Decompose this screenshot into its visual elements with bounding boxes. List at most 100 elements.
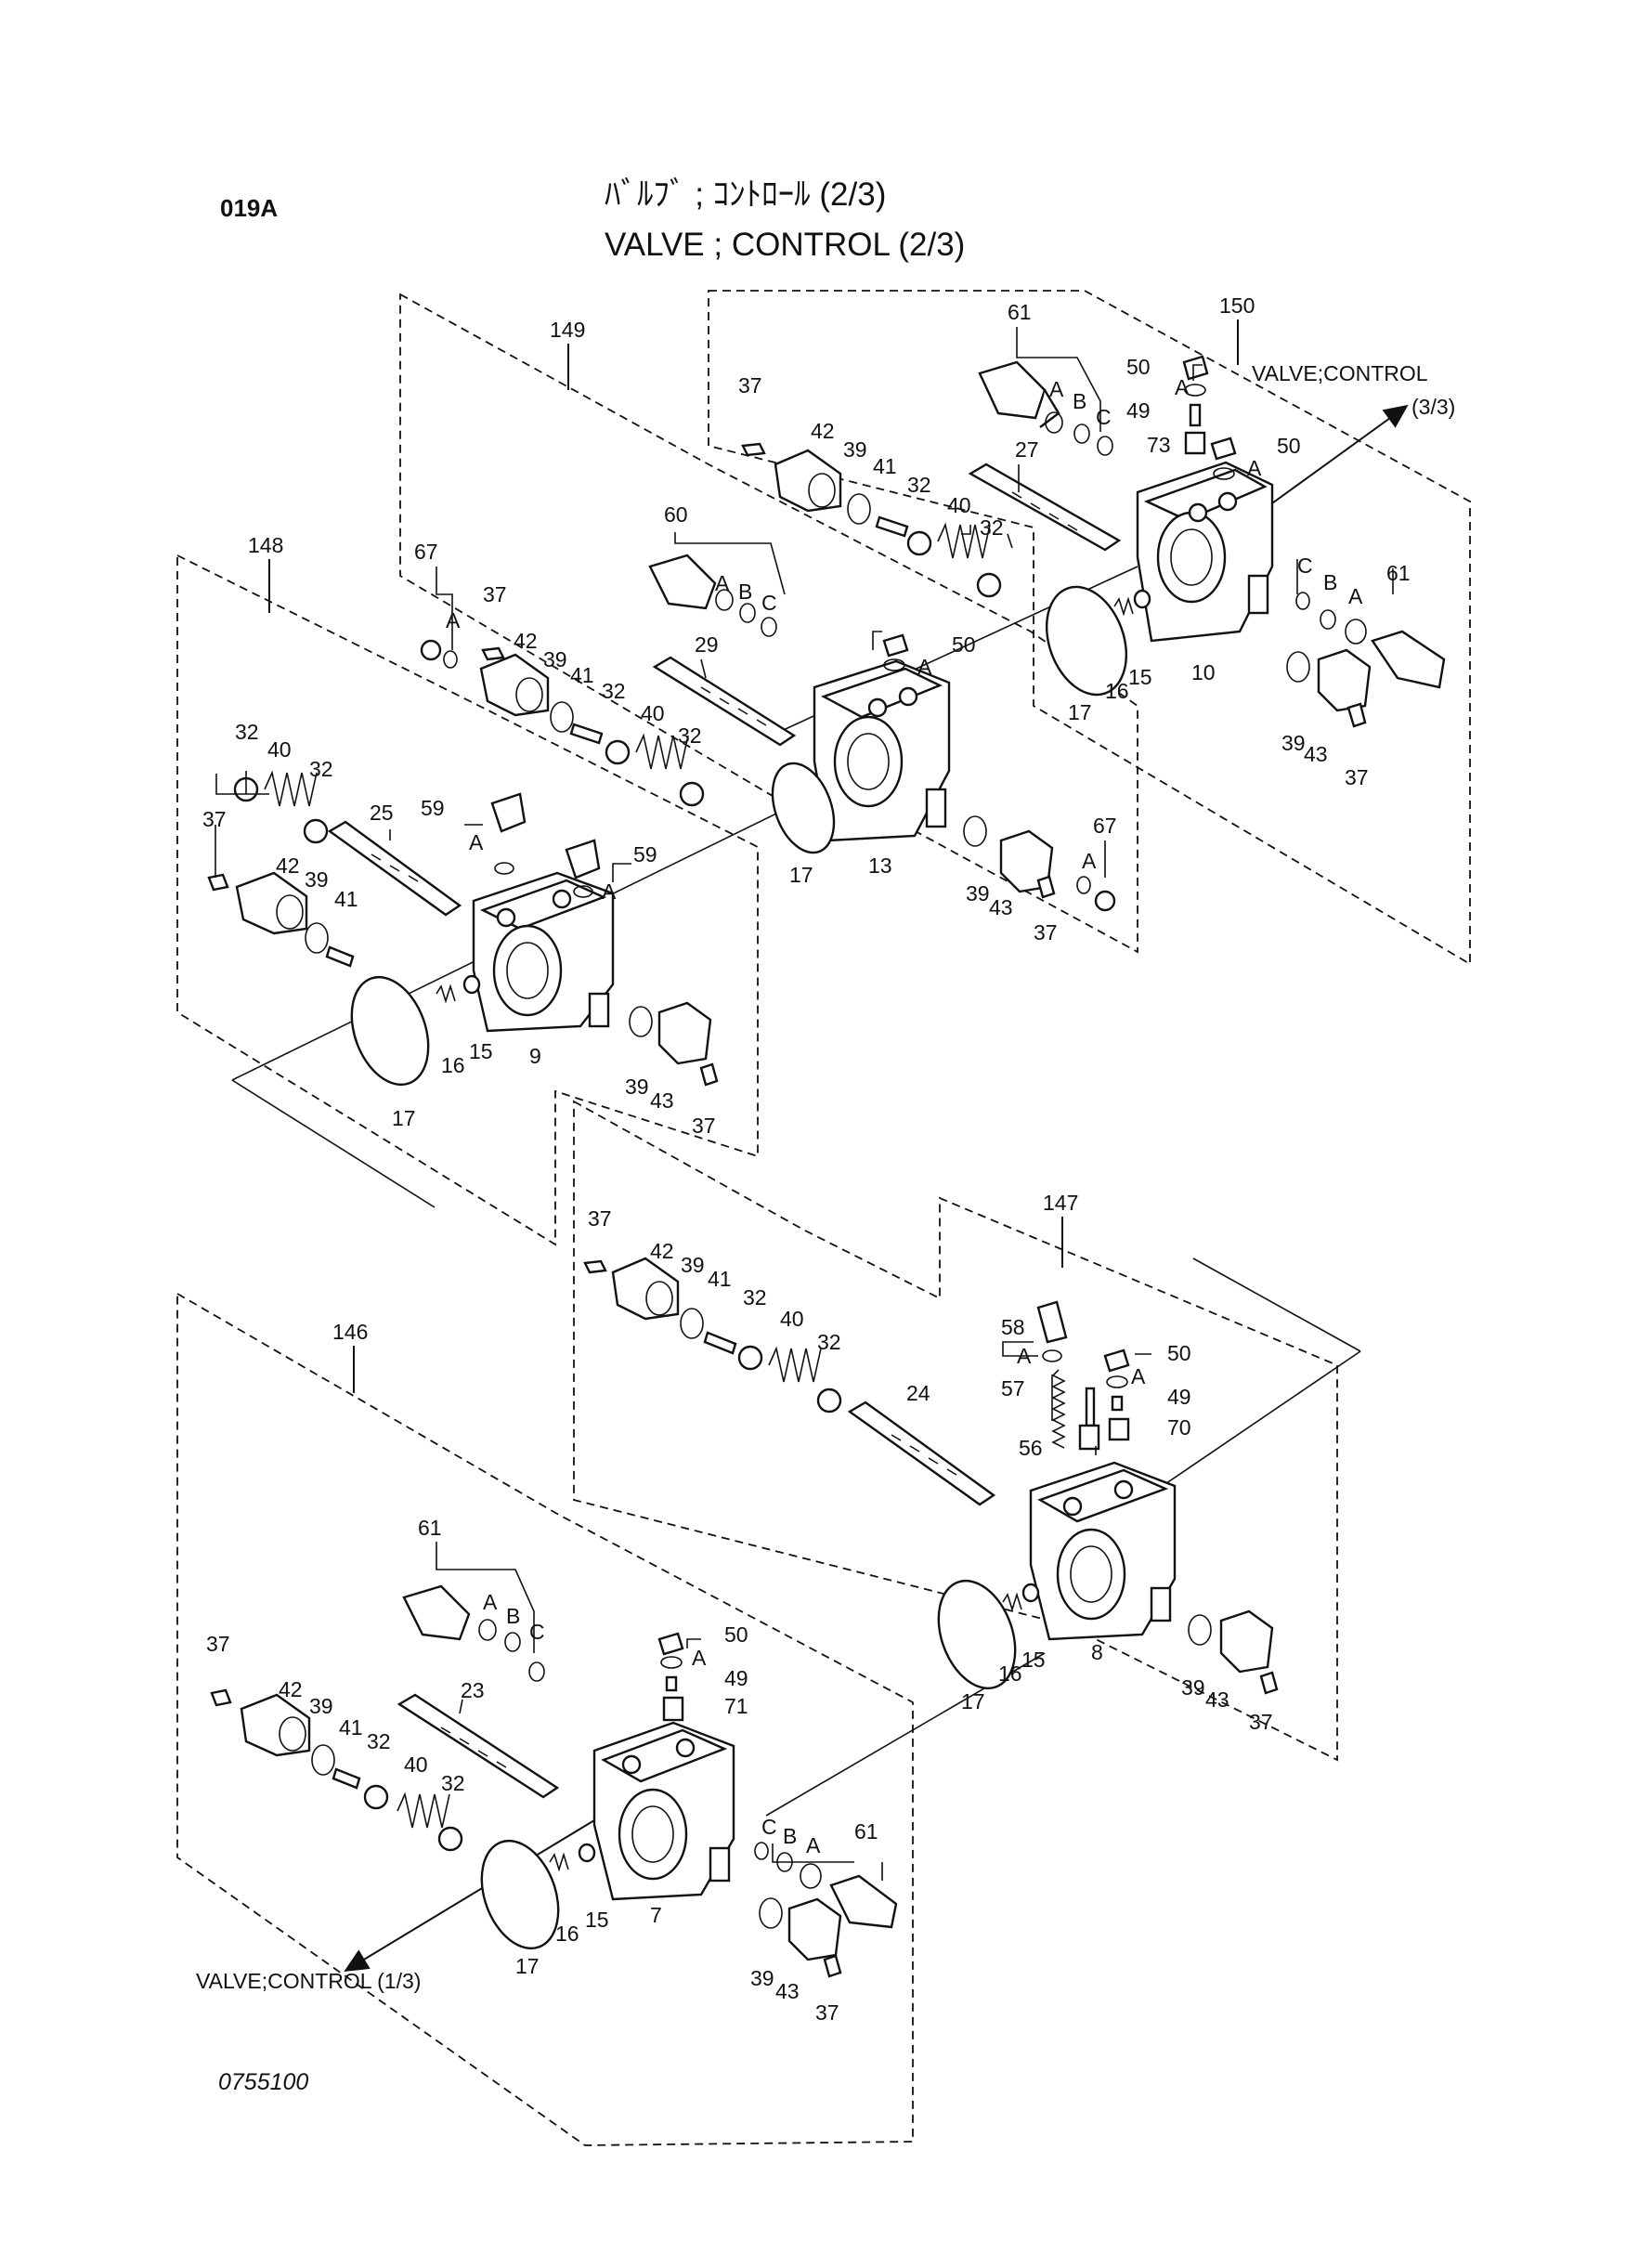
part-label: 39	[309, 1694, 333, 1718]
part-label: 37	[692, 1114, 716, 1138]
part-label: 15	[585, 1908, 609, 1932]
part-label: 37	[738, 373, 762, 397]
plug-icon	[578, 1843, 596, 1863]
part-label: 41	[708, 1267, 732, 1291]
part-label: 42	[514, 629, 538, 653]
letter-label: C	[1297, 554, 1313, 578]
group-number: 148	[248, 533, 283, 557]
letter-label: A	[446, 608, 461, 632]
plug-icon	[462, 974, 481, 995]
o-ring-icon	[1286, 651, 1310, 683]
relief-valve-icon	[648, 554, 777, 637]
part-label: 50	[1277, 434, 1301, 458]
part-label: 16	[555, 1922, 579, 1946]
valve-body-icon	[813, 659, 951, 842]
part-label: 32	[817, 1330, 841, 1354]
letter-label: A	[1247, 456, 1262, 480]
plug-icon	[303, 818, 329, 844]
o-ring-icon	[480, 1839, 560, 1950]
group-147-boundary	[573, 1100, 1338, 1762]
part-label: 61	[418, 1516, 442, 1540]
letter-label: A	[1175, 375, 1190, 399]
spring-icon	[635, 733, 689, 770]
plug-icon	[1021, 1583, 1040, 1603]
labels-150: 61 50 A 49 73 50 A A B C 37 42 39 41 32 …	[738, 300, 1411, 789]
letter-label: A	[1348, 584, 1363, 608]
part-label: 17	[515, 1954, 540, 1978]
cap-icon	[1182, 355, 1237, 480]
part-label: 43	[775, 1979, 800, 2003]
part-label: 16	[998, 1661, 1022, 1686]
cap-icon	[235, 871, 308, 935]
bolt-icon	[823, 1954, 842, 1978]
relief-valve-icon	[978, 360, 1113, 456]
plug-icon	[1133, 589, 1151, 609]
o-ring-icon	[937, 1579, 1017, 1690]
letter-label: C	[1096, 405, 1112, 429]
part-label: 27	[1015, 437, 1039, 462]
bolt-icon	[741, 442, 766, 457]
spool-icon	[847, 1401, 996, 1506]
bolt-icon	[1259, 1671, 1279, 1695]
spool-icon	[569, 723, 604, 745]
cap-icon	[1317, 648, 1372, 712]
part-label: 42	[811, 419, 835, 443]
letter-label: A	[806, 1833, 821, 1857]
spring-icon	[1002, 1592, 1022, 1612]
letter-label: A	[1082, 849, 1097, 873]
part-label: 50	[1167, 1341, 1191, 1365]
part-label: 23	[461, 1678, 485, 1702]
labels-148: 32 40 32 25 37 42 39 41 59 A 59 A 16 15 …	[202, 720, 716, 1138]
part-label: 32	[907, 473, 931, 497]
part-label: 67	[1093, 814, 1117, 838]
o-ring-icon	[629, 1006, 653, 1037]
part-label: 10	[1191, 660, 1216, 684]
spool-icon	[397, 1693, 560, 1799]
arrow-next-page: (3/3)	[1411, 395, 1455, 419]
part-label: 50	[1126, 355, 1151, 379]
part-label: 67	[414, 540, 438, 564]
part-label: 70	[1167, 1415, 1191, 1440]
valve-body-icon	[472, 871, 615, 1033]
part-label: 39	[681, 1253, 705, 1277]
part-label: 41	[339, 1715, 363, 1739]
part-label: 17	[392, 1106, 416, 1130]
part-label: 37	[1345, 765, 1369, 789]
bolt-icon	[210, 1688, 232, 1707]
cap-icon	[240, 1693, 311, 1757]
spool-icon	[325, 945, 355, 968]
plug-icon	[976, 572, 1002, 598]
o-ring-icon	[847, 493, 871, 525]
part-label: 42	[276, 853, 300, 878]
part-label: 49	[1167, 1385, 1191, 1409]
cap-icon	[787, 1897, 842, 1961]
part-label: 37	[1249, 1710, 1273, 1734]
part-label: 32	[309, 757, 333, 781]
page-header: 019A ﾊﾞﾙﾌﾞ ; ｺﾝﾄﾛｰﾙ (2/3) VALVE ; CONTRO…	[220, 176, 965, 263]
part-label: 32	[980, 515, 1004, 540]
relief-valve-icon	[1371, 630, 1446, 689]
part-label: 7	[650, 1903, 662, 1927]
o-ring-icon	[1295, 592, 1310, 610]
o-ring-icon	[550, 701, 574, 733]
group-number: 150	[1219, 293, 1255, 318]
part-label: 16	[1105, 679, 1129, 703]
spool-icon	[703, 1331, 737, 1355]
part-label: 24	[906, 1381, 930, 1405]
part-label: 43	[650, 1088, 674, 1113]
group-150-boundary	[708, 290, 1471, 966]
spring-icon	[436, 984, 456, 1004]
part-label: 50	[724, 1622, 748, 1647]
title-english: VALVE ; CONTROL (2/3)	[605, 227, 965, 263]
plug-icon	[437, 1826, 463, 1852]
bolt-icon	[583, 1259, 607, 1274]
part-label: 40	[641, 701, 665, 725]
plug-icon	[363, 1784, 389, 1810]
part-label: 42	[279, 1677, 303, 1701]
spring-icon	[397, 1791, 450, 1829]
part-label: 40	[267, 737, 292, 762]
part-label: 57	[1001, 1376, 1025, 1401]
part-label: 41	[873, 454, 897, 478]
part-label: 40	[404, 1752, 428, 1777]
part-label: 60	[664, 502, 688, 527]
